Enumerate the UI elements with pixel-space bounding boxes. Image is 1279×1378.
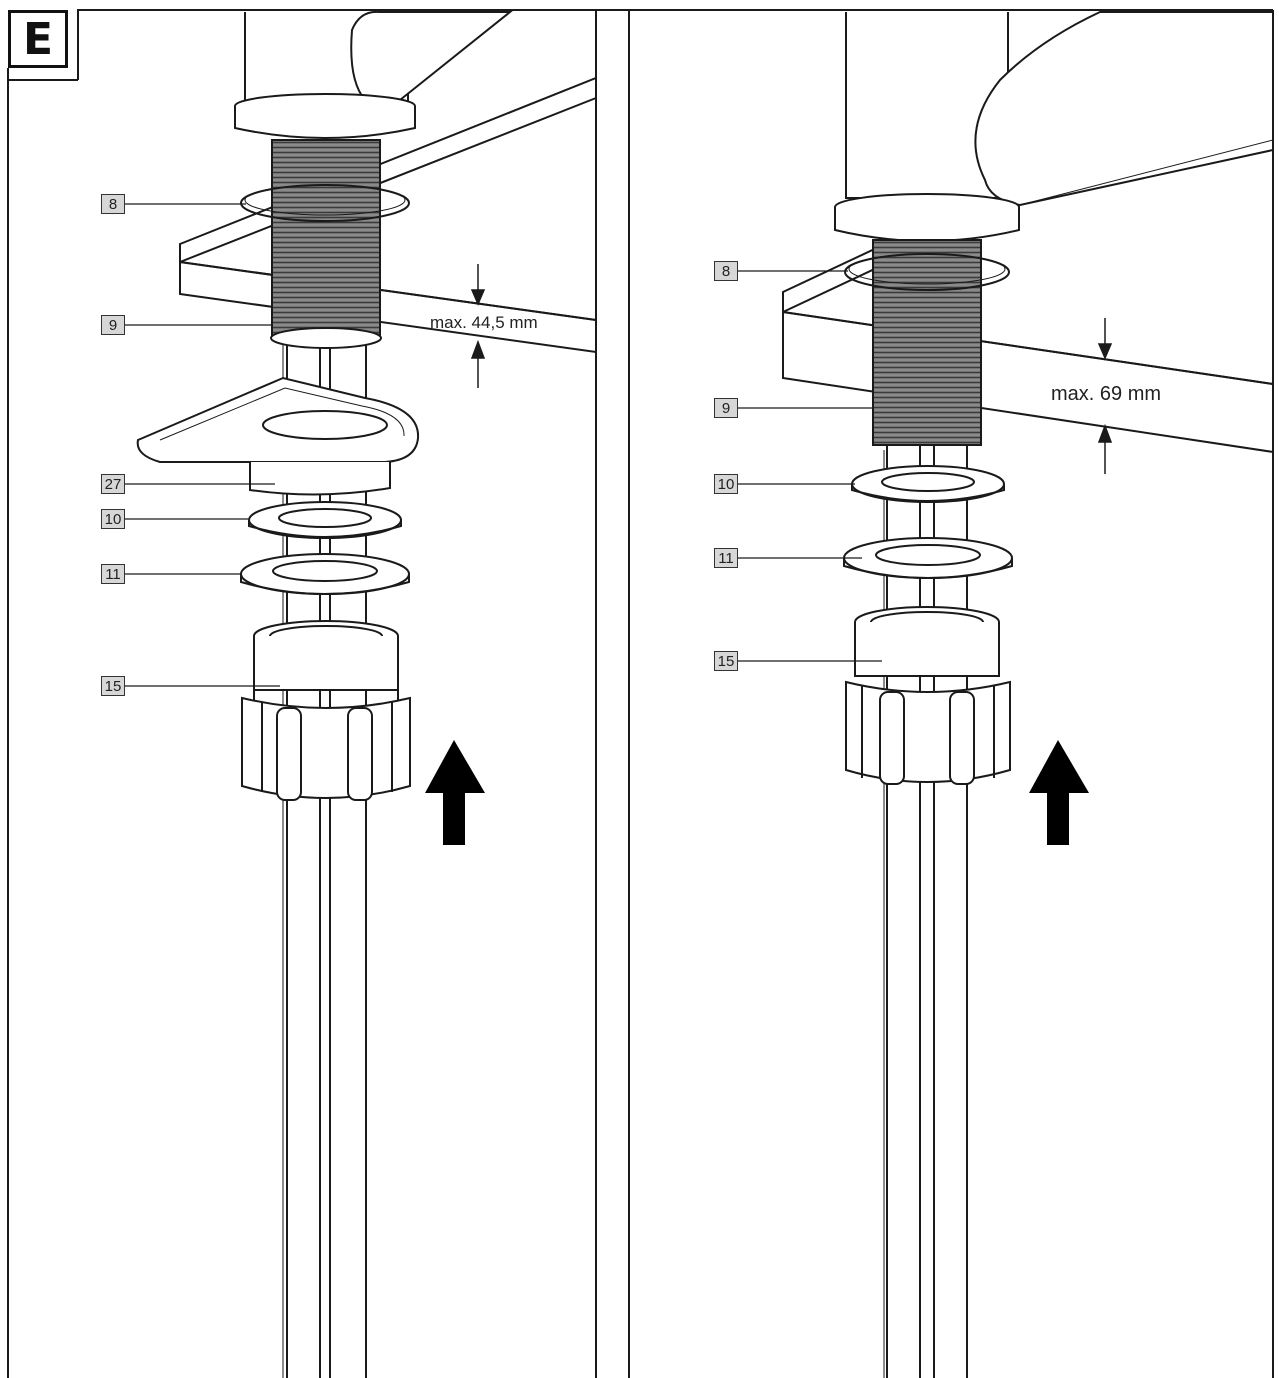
dimension-arrows-right: [1097, 318, 1113, 474]
callout-9-right: 9: [714, 398, 738, 418]
section-marker: E: [8, 10, 68, 68]
washer-11-right: [843, 537, 1013, 579]
callout-8-left: 8: [101, 194, 125, 214]
up-arrow-right: [1029, 740, 1089, 845]
dimension-label-left: max. 44,5 mm: [430, 313, 538, 332]
up-arrow-left: [425, 740, 485, 845]
right-panel: [738, 11, 1274, 1378]
left-panel: [124, 10, 597, 1378]
threaded-rod-right: [872, 239, 982, 446]
collar-9-left: [270, 327, 382, 349]
leaders-left: [124, 203, 280, 687]
callout-10-right: 10: [714, 474, 738, 494]
callout-27-left: 27: [101, 474, 125, 494]
hoses-right: [883, 445, 968, 1378]
callout-15-right: 15: [714, 651, 738, 671]
dimension-arrows-left: [470, 264, 486, 388]
nut-15-right: [845, 606, 1011, 785]
callout-9-left: 9: [101, 315, 125, 335]
callout-10-left: 10: [101, 509, 125, 529]
nut-15-left: [241, 620, 411, 801]
washer-10-right: [851, 465, 1005, 503]
ring-8-left: [240, 184, 410, 222]
frame: [7, 9, 1274, 1378]
section-letter: E: [22, 13, 54, 65]
callout-15-left: 15: [101, 676, 125, 696]
ring-8-right: [844, 253, 1010, 291]
callout-11-right: 11: [714, 548, 738, 568]
faucet-body-right: [834, 11, 1274, 242]
dimension-label-right: max. 69 mm: [1051, 383, 1162, 405]
callout-8-right: 8: [714, 261, 738, 281]
threaded-rod-left: [271, 139, 381, 336]
callout-11-left: 11: [101, 564, 125, 584]
washer-10-left: [248, 501, 402, 539]
washer-11-left: [240, 553, 410, 595]
faucet-body-left: [234, 10, 513, 139]
bracket-27-left: [136, 376, 420, 496]
leaders-right: [738, 270, 882, 662]
